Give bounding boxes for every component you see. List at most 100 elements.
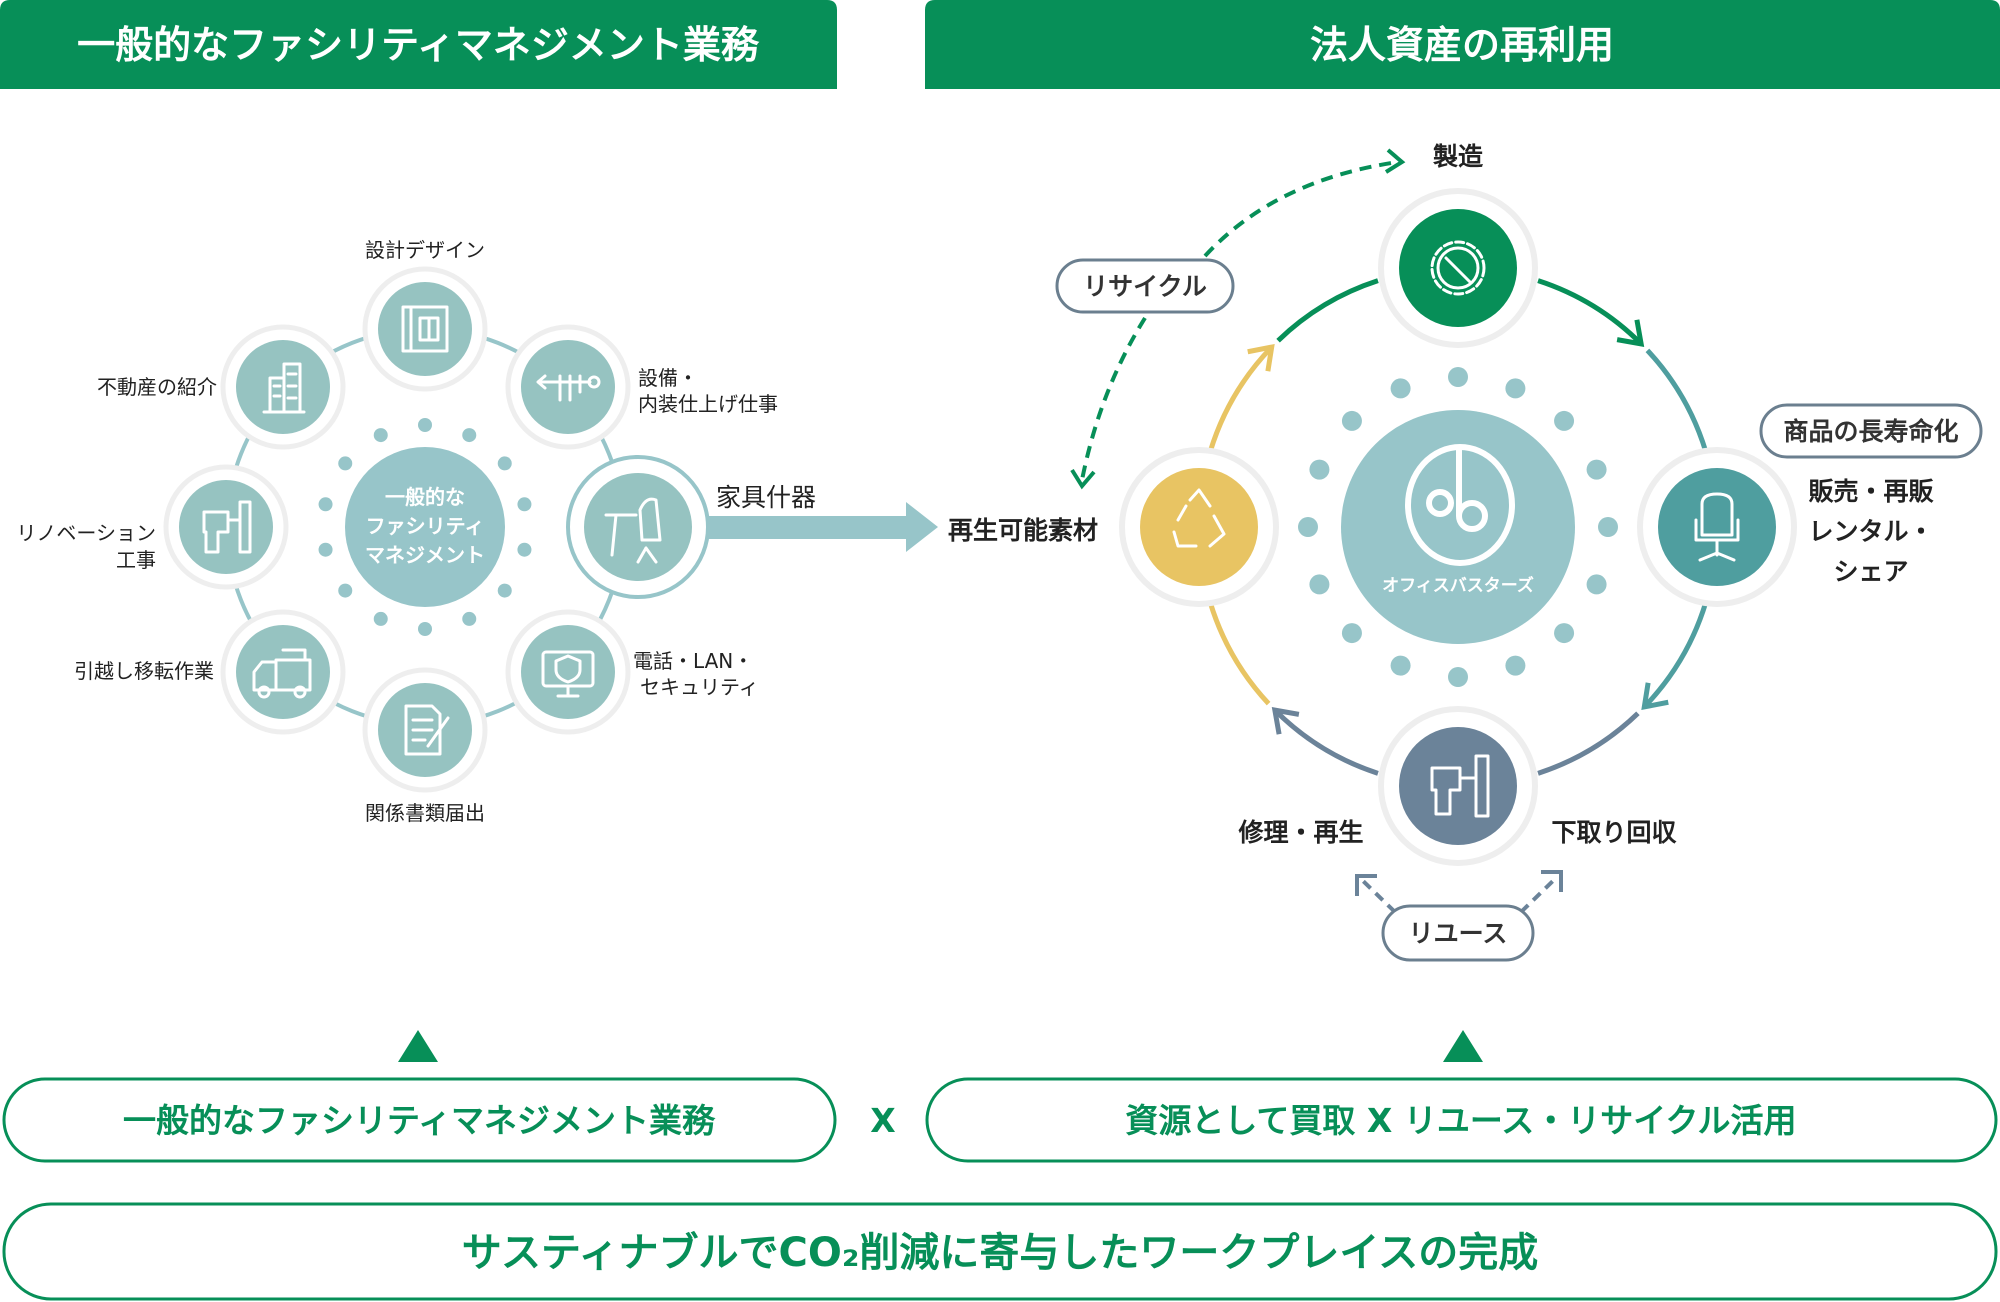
document-pen-icon (404, 704, 450, 756)
fm-dot (517, 542, 532, 557)
label-renovation-2: 工事 (116, 548, 156, 572)
header-left-bg (0, 0, 837, 89)
wrench-hand-icon (536, 374, 601, 402)
cycle-dots (1298, 367, 1618, 687)
arc-longevity-to-tradein (1642, 601, 1709, 709)
recycle-arrowhead-bottom (1070, 468, 1096, 490)
cycle-dot (1554, 623, 1575, 644)
label-sales-3: シェア (1833, 557, 1908, 586)
label-manufacturing: 製造 (1432, 142, 1483, 171)
node-design (362, 266, 488, 392)
arrow-head (906, 502, 938, 552)
label-furniture: 家具什器 (716, 483, 816, 512)
bottom-pill-right: 資源として買取 X リユース・リサイクル活用 (925, 1077, 1998, 1163)
node-telecom (505, 609, 631, 735)
label-telecom-2: セキュリティ (640, 675, 759, 699)
label-tradein: 下取り回収 (1551, 818, 1677, 847)
cycle-dot (1448, 367, 1468, 387)
fm-center-line-2: ファシリティ (366, 514, 485, 538)
node-furniture (566, 455, 710, 599)
recycle-arrowhead-top (1384, 148, 1406, 174)
fm-dot (497, 583, 512, 598)
arc-manufacturing-to-sales-arrowhead (1616, 319, 1645, 347)
arc-longevity-to-tradein-arrowhead (1641, 682, 1669, 711)
cycle-dot (1586, 459, 1607, 480)
node-recycle (1119, 447, 1279, 607)
fm-dot (418, 418, 432, 432)
reuse-cycle-diagram: オフィスバスターズ (1055, 142, 1983, 962)
node-moving (220, 609, 346, 735)
arc-to-longevity (1645, 348, 1709, 453)
reuse-pill: リユース (1381, 904, 1535, 962)
up-triangle-right (1443, 1030, 1483, 1062)
label-equipment-2: 内装仕上げ仕事 (638, 392, 778, 416)
arc-recycle-to-manufacturing (1207, 345, 1274, 453)
result-text: サスティナブルでCO₂削減に寄与したワークプレイスの完成 (462, 1230, 1538, 1276)
up-triangle-left (398, 1030, 438, 1062)
node-longevity (1637, 447, 1797, 607)
fm-dot (418, 622, 432, 636)
cycle-dot (1554, 410, 1575, 431)
building-icon (262, 362, 306, 414)
facility-management-diagram: 一般的な ファシリティ マネジメント 再生可能素材 設計デザイン 設備・ 内装仕… (16, 238, 1098, 825)
bottom-right-text: 資源として買取 X リユース・リサイクル活用 (1125, 1101, 1796, 1140)
arrow-shaft (680, 516, 910, 539)
label-documents: 関係書類届出 (365, 801, 485, 825)
recycle-icon (1172, 488, 1226, 548)
truck-icon (252, 648, 312, 699)
cycle-dot (1309, 574, 1330, 595)
node-renovation (163, 464, 289, 590)
fm-dot (373, 611, 388, 626)
fm-dot (318, 542, 333, 557)
reuse-arrowhead-left (1355, 874, 1377, 896)
fm-center-line-3: マネジメント (365, 543, 485, 567)
recycle-dashed-arrows (1080, 160, 1399, 481)
fm-dot (497, 456, 512, 471)
recycle-pill: リサイクル (1055, 258, 1235, 314)
label-repair: 修理・再生 (1237, 818, 1363, 847)
fm-dot (318, 497, 333, 512)
cycle-dot (1505, 378, 1526, 399)
brand-center-circle (1341, 410, 1575, 644)
bottom-pill-left: 一般的なファシリティマネジメント業務 (2, 1077, 837, 1163)
longevity-pill: 商品の長寿命化 (1759, 403, 1983, 459)
label-design: 設計デザイン (365, 238, 485, 262)
node-equipment (505, 324, 631, 450)
label-sales-1: 販売・再販 (1808, 477, 1934, 506)
longevity-label: 商品の長寿命化 (1783, 417, 1958, 446)
cycle-dot (1341, 410, 1362, 431)
node-documents (362, 667, 488, 793)
fm-dot (338, 456, 353, 471)
fm-dot (338, 583, 353, 598)
blueprint-icon (401, 305, 449, 353)
desk-chair-icon (604, 497, 662, 564)
cycle-dot (1298, 517, 1318, 537)
office-chair-icon (1694, 492, 1740, 562)
drill-icon (202, 500, 252, 554)
cycle-dot (1390, 655, 1411, 676)
secure-monitor-icon (541, 650, 595, 698)
header-left: 一般的なファシリティマネジメント業務 (0, 0, 837, 89)
arc-to-tradein (1537, 711, 1640, 776)
reuse-arrowhead-right (1541, 870, 1563, 892)
label-equipment-1: 設備・ (638, 366, 698, 390)
arc-to-recycle (1207, 601, 1271, 706)
node-manufacturing (1378, 188, 1538, 348)
cycle-dot (1586, 574, 1607, 595)
arc-tradein-to-recycle (1273, 708, 1379, 776)
fm-dot (373, 428, 388, 443)
reuse-label: リユース (1409, 919, 1508, 948)
cycle-dot (1448, 667, 1468, 687)
reuse-dashed-arrows (1360, 876, 1558, 914)
node-tradein (1378, 706, 1538, 866)
arc-recycle-to-manufacturing-arrowhead (1247, 343, 1275, 372)
header-left-title: 一般的なファシリティマネジメント業務 (77, 23, 760, 67)
fm-dots (318, 418, 532, 636)
cycle-dot (1341, 623, 1362, 644)
cycle-dot (1598, 517, 1618, 537)
cycle-dot (1390, 378, 1411, 399)
furniture-arrow (680, 502, 938, 552)
header-right-bg (925, 0, 2000, 89)
fm-dot (462, 611, 477, 626)
